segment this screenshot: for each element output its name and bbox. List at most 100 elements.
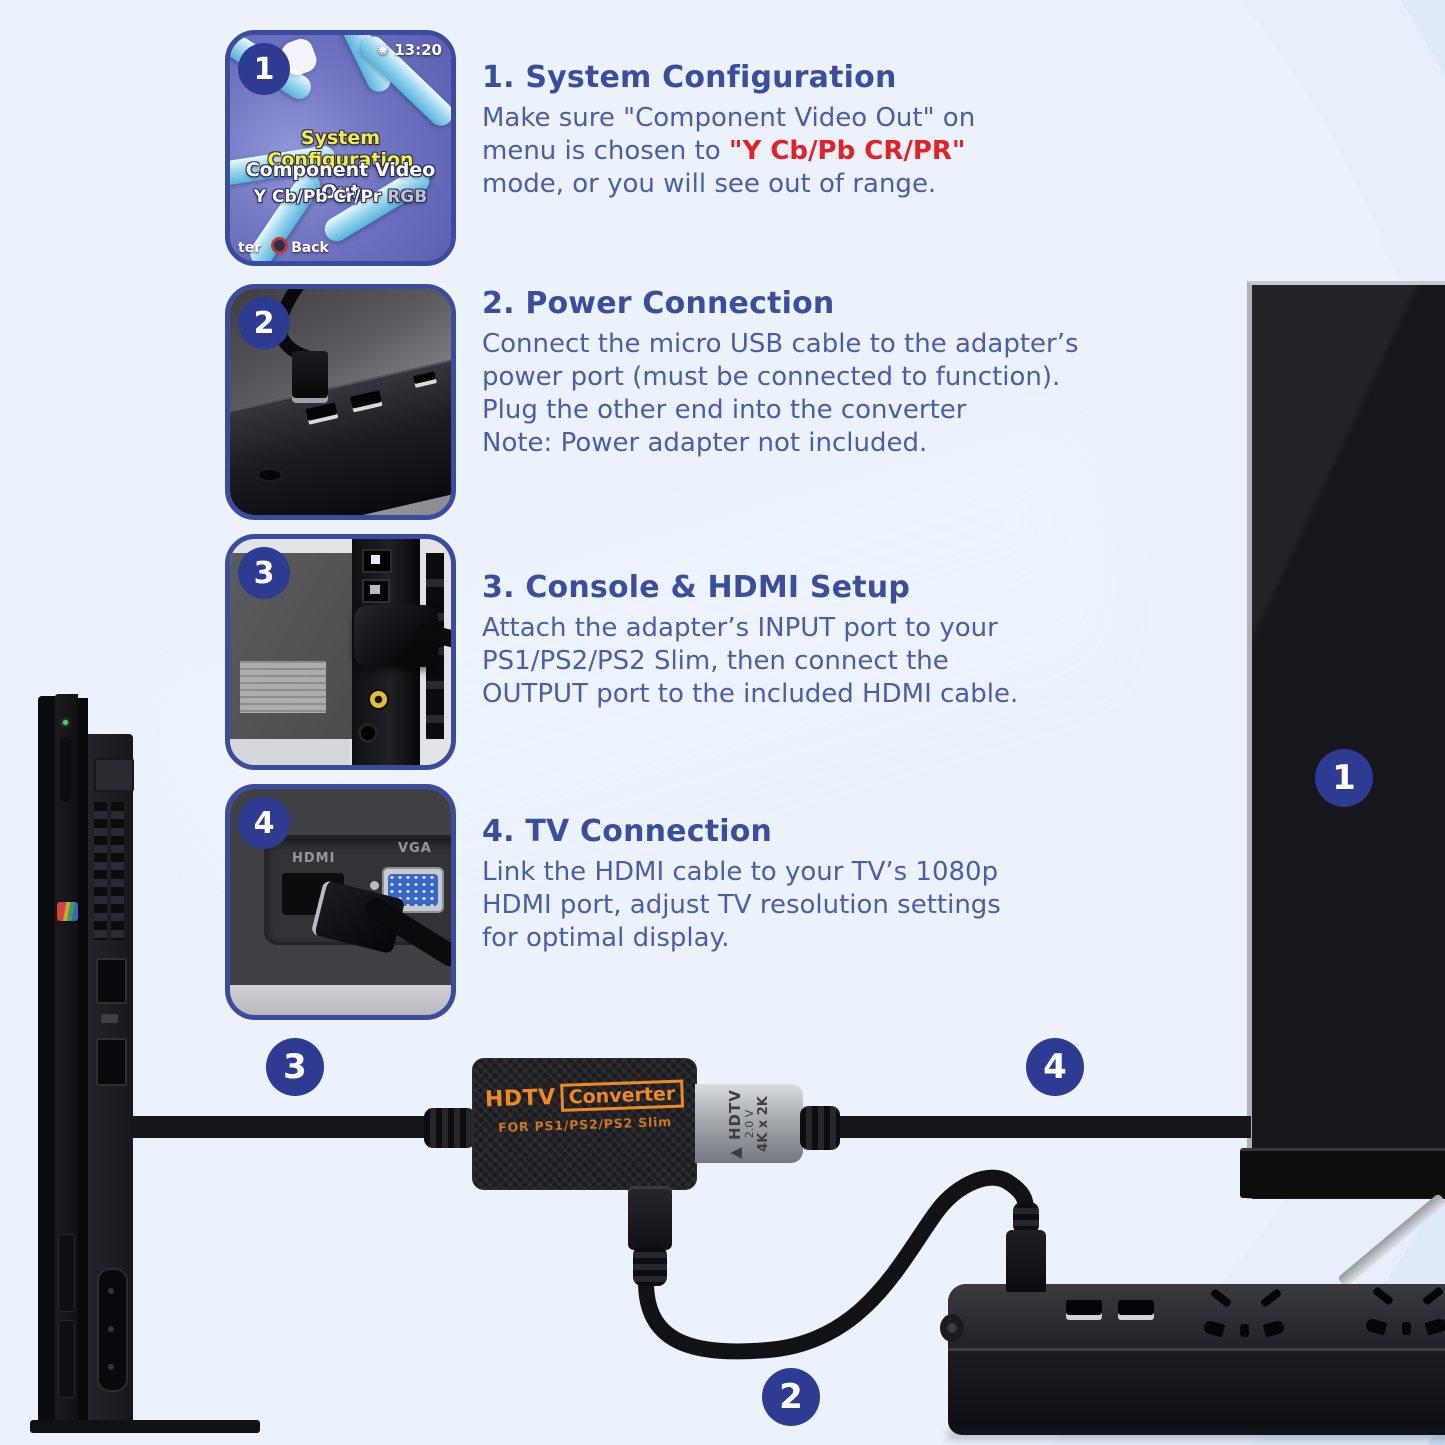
digital-out-port: [362, 579, 390, 603]
optical-port-window: [371, 555, 380, 564]
expansion-door: [94, 758, 134, 792]
step1-badge: 1: [238, 43, 290, 95]
outlet-slot: [1402, 1322, 1411, 1335]
converter-subtitle: FOR PS1/PS2/PS2 Slim: [497, 1113, 673, 1136]
scene-badge-console: 3: [266, 1038, 324, 1096]
power-strip-usb-plug: [1006, 1230, 1046, 1292]
body-line: Link the HDMI cable to your TV’s 1080p: [482, 857, 999, 887]
micro-usb-plug: [628, 1186, 672, 1250]
power-strip: [940, 1284, 1445, 1435]
usb-plug: [292, 351, 328, 403]
outlet-slot: [1240, 1324, 1249, 1337]
step2-text: 2. Power Connection Connect the micro US…: [482, 286, 1082, 460]
strip-switch-hole: [256, 467, 284, 483]
step4-text: 4. TV Connection Link the HDMI cable to …: [482, 814, 1082, 955]
power-strip-front-face: [948, 1348, 1445, 1435]
usb-icon: [101, 1014, 118, 1023]
memory-card-slot: [58, 1234, 75, 1312]
usb-charge-port: [1066, 1300, 1102, 1320]
console-label-sticker: [240, 661, 326, 713]
step2-thumbnail-power-strip: 2: [225, 284, 456, 520]
power-strip-top-face: [948, 1284, 1445, 1348]
scene-badge-hdmi: 4: [1026, 1038, 1084, 1096]
scene-badge-tv: 1: [1315, 749, 1373, 807]
menu-clock: ✺ 13:20: [376, 41, 442, 59]
power-led: [63, 720, 68, 725]
menu-option-component-video-out: Component Video Out: [245, 159, 436, 203]
step3-heading: 3. Console & HDMI Setup: [482, 570, 911, 605]
dc-in-jack: [368, 689, 389, 710]
body-line: mode, or you will see out of range.: [482, 169, 937, 199]
ps2-console: [38, 694, 134, 1422]
converter-name: Converter: [560, 1079, 684, 1112]
menu-title: System Configuration: [267, 127, 414, 171]
optical-port: [362, 549, 392, 573]
port-contact: [370, 585, 380, 594]
body-line: menu is chosen to "Y Cb/Pb CR/PR": [482, 136, 966, 166]
converter-brand: HDTV: [484, 1085, 557, 1113]
strip-plug-strain-relief: [1013, 1202, 1039, 1234]
port-pin: [108, 1326, 114, 1332]
memory-card-slot: [58, 1320, 75, 1398]
step1-text: 1. System Configuration Make sure "Compo…: [482, 60, 1082, 201]
ps2-stand-base: [30, 1420, 260, 1433]
body-line: for optimal display.: [482, 923, 730, 953]
body-line: Plug the other end into the converter: [482, 395, 967, 425]
console-side-fin: [38, 696, 55, 1422]
power-button-strip: [60, 738, 71, 802]
tv-screen-gloss: [1252, 285, 1445, 1199]
usb-port: [96, 1038, 127, 1086]
usb-charge-port: [1118, 1300, 1154, 1320]
step2-badge: 2: [238, 297, 290, 349]
vent-grid: [94, 802, 107, 940]
micro-usb-strain-relief: [633, 1246, 667, 1286]
body-line: PS1/PS2/PS2 Slim, then connect the: [482, 646, 949, 676]
circle-button-icon: [271, 237, 289, 254]
body-line: power port (must be connected to functio…: [482, 362, 1061, 392]
power-strip-shadow: [948, 1430, 1445, 1440]
step3-badge: 3: [238, 547, 290, 599]
vga-screw-post: [370, 881, 379, 890]
playstation-logo: [57, 902, 78, 921]
controller-port: [97, 1268, 128, 1392]
body-line: OUTPUT port to the included HDMI cable.: [482, 679, 1019, 709]
step1-heading: 1. System Configuration: [482, 60, 897, 95]
tv-bottom-bezel: [1240, 1148, 1445, 1198]
body-line: Note: Power adapter not included.: [482, 428, 928, 458]
step2-heading: 2. Power Connection: [482, 286, 835, 321]
console-back-panel: [230, 553, 362, 739]
step4-thumbnail-tv-hdmi: HDMI VGA 4: [225, 784, 456, 1020]
body-line: HDMI port, adjust TV resolution settings: [482, 890, 1001, 920]
mounting-tab: [940, 1314, 964, 1342]
step3-thumbnail-console-back: 3: [225, 534, 456, 770]
floor-surface: [230, 739, 350, 765]
mounting-hole: [947, 1323, 957, 1333]
hdmi-port-label: HDMI: [292, 851, 336, 866]
hdmi-connector-text: ▲ HDTV 2.0 V 4K x 2K: [726, 1088, 771, 1159]
step4-badge: 4: [238, 797, 290, 849]
audio-jack: [358, 723, 378, 743]
scene-badge-power: 2: [762, 1368, 820, 1426]
cable-strain-relief: [424, 1108, 476, 1148]
tv: [1247, 281, 1445, 1199]
console-seam: [78, 698, 88, 1422]
step2-body: Connect the micro USB cable to the adapt…: [482, 328, 1082, 460]
hdmi-connector: ▲ HDTV 2.0 V 4K x 2K: [695, 1084, 803, 1163]
menu-option-ycbpb: Y Cb/Pb Cr/Pr RGB: [253, 187, 428, 207]
step3-text: 3. Console & HDMI Setup Attach the adapt…: [482, 570, 1082, 711]
vga-port-label: VGA: [398, 841, 432, 856]
micro-usb-power-cable: [638, 1169, 1034, 1360]
step1-thumbnail-ps2-menu: ✺ 13:20 System Configuration Component V…: [225, 30, 456, 266]
table-surface: [230, 985, 451, 1015]
port-pin: [108, 1364, 114, 1370]
usb-port: [96, 958, 127, 1004]
cable-strain-relief: [800, 1106, 840, 1150]
